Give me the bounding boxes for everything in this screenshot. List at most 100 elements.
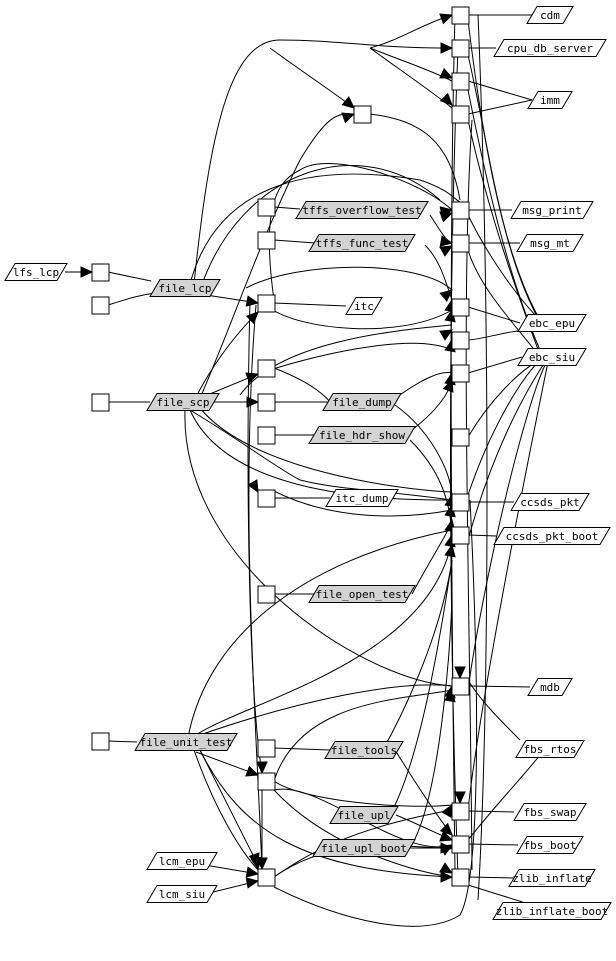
port-box[interactable] xyxy=(91,393,110,412)
library-node-lfs_lcp[interactable]: lfs_lcp xyxy=(4,263,68,281)
dependency-edge xyxy=(467,214,541,321)
library-label: ccsds_pkt_boot xyxy=(506,530,599,543)
library-node-ccsds_pkt[interactable]: ccsds_pkt xyxy=(510,493,590,511)
module-node-tffs_overflow_test[interactable]: tffs_overflow_test xyxy=(295,201,429,219)
arrowhead xyxy=(245,866,260,878)
arrowhead xyxy=(454,791,466,805)
dependency-edge xyxy=(369,113,461,201)
port-box[interactable] xyxy=(257,359,276,378)
library-node-imm[interactable]: imm xyxy=(527,91,573,109)
module-node-file_unit_test[interactable]: file_unit_test xyxy=(134,733,238,751)
module-shape xyxy=(308,426,416,444)
library-shape xyxy=(508,869,596,887)
port-box[interactable] xyxy=(257,426,276,445)
library-label: fbs_rtos xyxy=(524,743,577,756)
nodes: file_lcp file_scp file_unit_test tffs_overf… xyxy=(4,6,612,920)
library-node-cdm[interactable]: cdm xyxy=(526,6,574,24)
module-shape xyxy=(149,279,221,297)
library-shape xyxy=(510,493,590,511)
arrowhead xyxy=(439,862,454,874)
library-node-mdb[interactable]: mdb xyxy=(527,678,573,696)
port-box[interactable] xyxy=(451,331,470,350)
port-box[interactable] xyxy=(91,263,110,282)
port-box[interactable] xyxy=(257,739,276,758)
arrowhead xyxy=(439,822,453,836)
port-box[interactable] xyxy=(257,868,276,887)
port-box[interactable] xyxy=(451,677,470,696)
library-node-zlib_inflate[interactable]: zlib_inflate xyxy=(508,869,596,887)
dependency-edge xyxy=(107,271,152,282)
library-label: itc_dump xyxy=(336,492,389,505)
dependency-edge xyxy=(271,489,453,517)
port-box[interactable] xyxy=(451,201,470,220)
module-shape xyxy=(324,741,404,759)
port-box[interactable] xyxy=(451,72,470,91)
library-node-ebc_siu[interactable]: ebc_siu xyxy=(517,348,587,366)
port-box[interactable] xyxy=(451,802,470,821)
module-node-file_lcp[interactable]: file_lcp xyxy=(149,279,221,297)
port-box[interactable] xyxy=(91,296,110,315)
port-box[interactable] xyxy=(451,6,470,25)
library-node-itc_dump[interactable]: itc_dump xyxy=(325,489,399,507)
library-node-lcm_siu[interactable]: lcm_siu xyxy=(146,885,218,903)
module-node-file_tools[interactable]: file_tools xyxy=(324,741,404,759)
library-node-fbs_rtos[interactable]: fbs_rtos xyxy=(515,740,585,758)
port-box[interactable] xyxy=(257,772,276,791)
port-box[interactable] xyxy=(451,105,470,124)
port-box[interactable] xyxy=(257,231,276,250)
library-node-fbs_swap[interactable]: fbs_swap xyxy=(513,803,587,821)
library-node-ccsds_pkt_boot[interactable]: ccsds_pkt_boot xyxy=(493,527,611,545)
library-node-cpu_db_server[interactable]: cpu_db_server xyxy=(493,39,607,57)
library-label: itc xyxy=(354,300,374,313)
library-node-zlib_inflate_boot[interactable]: zlib_inflate_boot xyxy=(492,902,612,920)
port-box[interactable] xyxy=(451,835,470,854)
module-node-file_scp[interactable]: file_scp xyxy=(146,393,220,411)
module-node-tffs_func_test[interactable]: tffs_func_test xyxy=(308,234,416,252)
port-box[interactable] xyxy=(353,105,372,124)
module-node-file_upl_boot[interactable]: file_upl_boot xyxy=(312,839,416,857)
dependency-edge xyxy=(273,499,478,927)
dependency-edge xyxy=(199,113,355,399)
dependency-edge xyxy=(273,747,331,751)
dependency-edge xyxy=(193,749,259,871)
port-box[interactable] xyxy=(257,585,276,604)
port-box[interactable] xyxy=(257,489,276,508)
arrowhead xyxy=(440,42,454,54)
module-shape xyxy=(134,733,238,751)
dependency-edge xyxy=(199,749,453,878)
port-box[interactable] xyxy=(451,526,470,545)
module-node-file_open_test[interactable]: file_open_test xyxy=(308,585,416,603)
port-box[interactable] xyxy=(91,732,110,751)
module-label: file_tools xyxy=(331,744,397,757)
library-node-ebc_epu[interactable]: ebc_epu xyxy=(517,314,587,332)
module-node-file_dump[interactable]: file_dump xyxy=(322,393,402,411)
port-boxes xyxy=(91,6,470,887)
port-box[interactable] xyxy=(451,868,470,887)
port-box[interactable] xyxy=(451,298,470,317)
library-shape xyxy=(513,803,587,821)
arrowhead xyxy=(80,266,94,278)
port-box[interactable] xyxy=(257,198,276,217)
port-box[interactable] xyxy=(257,294,276,313)
port-box[interactable] xyxy=(451,428,470,447)
port-box[interactable] xyxy=(451,364,470,383)
dependency-edge xyxy=(467,361,546,541)
library-node-lcm_epu[interactable]: lcm_epu xyxy=(146,852,218,870)
dependency-edge xyxy=(467,356,523,374)
library-node-msg_mt[interactable]: msg_mt xyxy=(516,234,584,252)
port-box[interactable] xyxy=(451,234,470,253)
library-node-msg_print[interactable]: msg_print xyxy=(510,201,594,219)
module-node-file_hdr_show[interactable]: file_hdr_show xyxy=(308,426,416,444)
module-node-file_upl[interactable]: file_upl xyxy=(329,806,399,824)
library-node-itc[interactable]: itc xyxy=(345,297,383,315)
arrowhead xyxy=(439,844,454,856)
port-box[interactable] xyxy=(451,39,470,58)
port-box[interactable] xyxy=(257,393,276,412)
dependency-edge xyxy=(269,47,355,109)
dependency-edge xyxy=(467,679,521,741)
library-node-fbs_boot[interactable]: fbs_boot xyxy=(516,836,584,854)
port-box[interactable] xyxy=(451,493,470,512)
arrowhead xyxy=(442,378,454,393)
module-shape xyxy=(312,839,416,857)
library-shape xyxy=(493,527,611,545)
